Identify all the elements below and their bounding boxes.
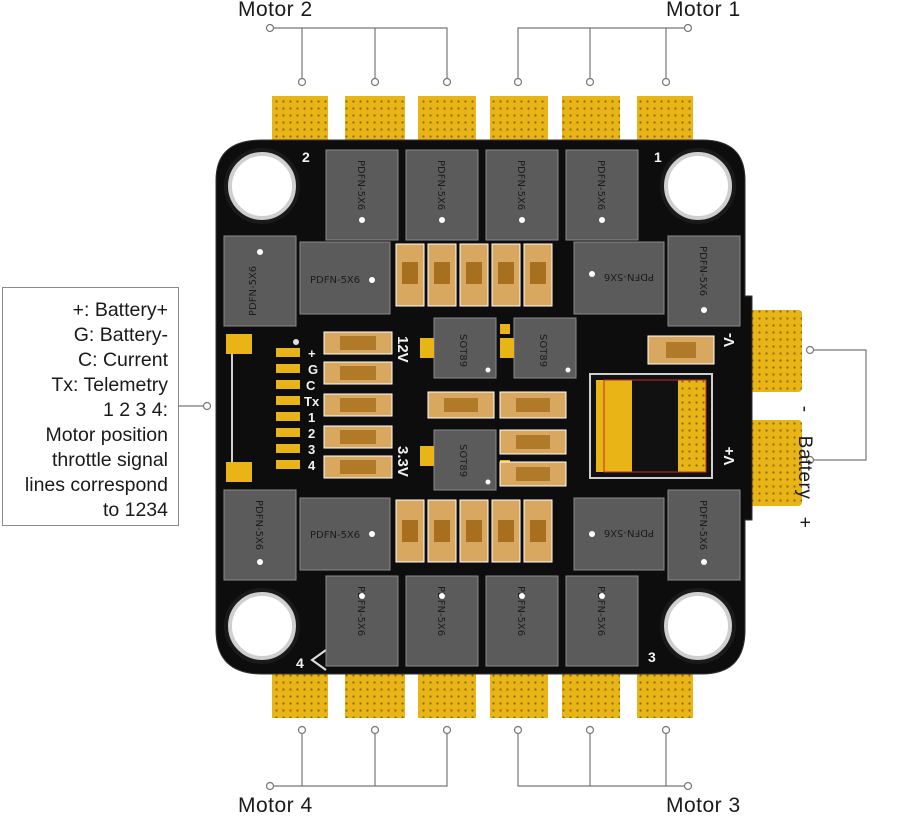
voltage-12v-label: 12V <box>394 336 411 363</box>
motor-3-label: Motor 3 <box>666 794 741 817</box>
regulator-label: SOT89 <box>537 334 548 367</box>
capacitors-bottom <box>395 499 553 563</box>
current-shunt <box>589 373 713 479</box>
regulator-label: SOT89 <box>457 444 468 477</box>
pin-legend-line: to 1234 <box>102 499 168 521</box>
motor-1-callout <box>513 23 693 87</box>
corner-number-2: 2 <box>302 149 310 165</box>
pad-label-tx: Tx <box>304 394 320 409</box>
motor-4-callout <box>265 725 452 791</box>
mosfet-label: PDFN-5X6 <box>595 586 606 636</box>
corner-number-4: 4 <box>296 655 304 671</box>
mosfet-label: PDFN-5X6 <box>435 586 446 636</box>
mosfets-inner: PDFN-5X6 PDFN-5X6 PDFN-5X6 PDFN-5X6 <box>299 241 665 571</box>
pin-legend-line: Motor position <box>45 424 168 446</box>
corner-number-1: 1 <box>654 149 662 165</box>
pad-label-2: 2 <box>308 426 315 441</box>
pad-label-plus: + <box>308 346 316 361</box>
signal-capacitors <box>323 331 393 479</box>
mosfet-label: PDFN-5X6 <box>697 246 708 296</box>
mosfet-label: PDFN-5X6 <box>697 500 708 550</box>
pin-legend-line: +: Battery+ <box>72 299 168 321</box>
mosfet-label: PDFN-5X6 <box>355 160 366 210</box>
mosfet-label: PDFN-5X6 <box>248 266 259 316</box>
motor-3-callout <box>513 725 693 791</box>
mosfet-label: PDFN-5X6 <box>515 586 526 636</box>
corner-number-3: 3 <box>648 649 656 665</box>
mosfets-bottom-row: PDFN-5X6 PDFN-5X6 PDFN-5X6 PDFN-5X6 <box>325 575 639 667</box>
pin-legend-line: throttle signal <box>52 449 168 471</box>
pad-label-3: 3 <box>308 442 315 457</box>
mosfets-right: PDFN-5X6 PDFN-5X6 <box>667 235 741 581</box>
mosfets-top-row: PDFN-5X6 PDFN-5X6 PDFN-5X6 PDFN-5X6 <box>325 149 639 241</box>
voltage-3v3-label: 3.3V <box>394 446 411 477</box>
signal-pad-labels: + G C Tx 1 2 3 4 <box>304 346 320 473</box>
mosfet-label: PDFN-5X6 <box>310 530 360 541</box>
voltage-regulators: SOT89 SOT89 SOT89 <box>420 317 577 491</box>
middle-capacitors <box>427 335 715 487</box>
orientation-arrow-icon <box>310 649 327 671</box>
mosfets-left: PDFN-5X6 PDFN-5X6 <box>223 235 297 581</box>
signal-pad-header <box>226 334 300 482</box>
mosfet-label: PDFN-5X6 <box>604 271 654 282</box>
capacitors-top <box>395 243 553 307</box>
battery-plus: + <box>794 516 815 529</box>
pad-label-c: C <box>306 378 316 393</box>
mounting-holes <box>224 148 736 664</box>
battery-minus: - <box>794 405 815 413</box>
mosfet-label: PDFN-5X6 <box>595 160 606 210</box>
pin-legend-line: C: Current <box>78 349 168 371</box>
motor-2-callout <box>265 23 452 87</box>
battery-label: - Battery + <box>789 392 815 542</box>
pin-legend-box: +: Battery+ G: Battery- C: Current Tx: T… <box>2 287 179 526</box>
pin-legend-line: 1 2 3 4: <box>102 399 168 421</box>
mosfet-label: PDFN-5X6 <box>355 586 366 636</box>
mosfet-label: PDFN-5X6 <box>515 160 526 210</box>
regulator-label: SOT89 <box>457 334 468 367</box>
pin-legend-line: lines correspond <box>24 474 168 496</box>
mosfet-label: PDFN-5X6 <box>310 275 360 286</box>
motor-4-label: Motor 4 <box>238 794 313 817</box>
vplus-label: V+ <box>721 446 738 465</box>
mosfet-label: PDFN-5X6 <box>604 527 654 538</box>
pad-label-g: G <box>308 362 318 377</box>
pin-legend-line: Tx: Telemetry <box>51 374 168 396</box>
motor-2-label: Motor 2 <box>238 0 313 21</box>
mosfet-label: PDFN-5X6 <box>435 160 446 210</box>
pin-legend-lines: +: Battery+ G: Battery- C: Current Tx: T… <box>25 298 168 523</box>
vminus-label: V- <box>721 333 738 347</box>
pin-legend-line: G: Battery- <box>73 324 168 346</box>
battery-callout <box>805 345 867 465</box>
pad-label-4: 4 <box>308 458 316 473</box>
battery-pads <box>744 310 802 506</box>
mosfet-label: PDFN-5X6 <box>253 500 264 550</box>
motor-pads-top <box>272 96 693 140</box>
battery-text: Battery <box>794 435 815 500</box>
motor-pads-bottom <box>272 674 693 718</box>
pad-label-1: 1 <box>308 410 315 425</box>
motor-1-label: Motor 1 <box>666 0 741 21</box>
pin-legend-callout <box>179 401 212 411</box>
